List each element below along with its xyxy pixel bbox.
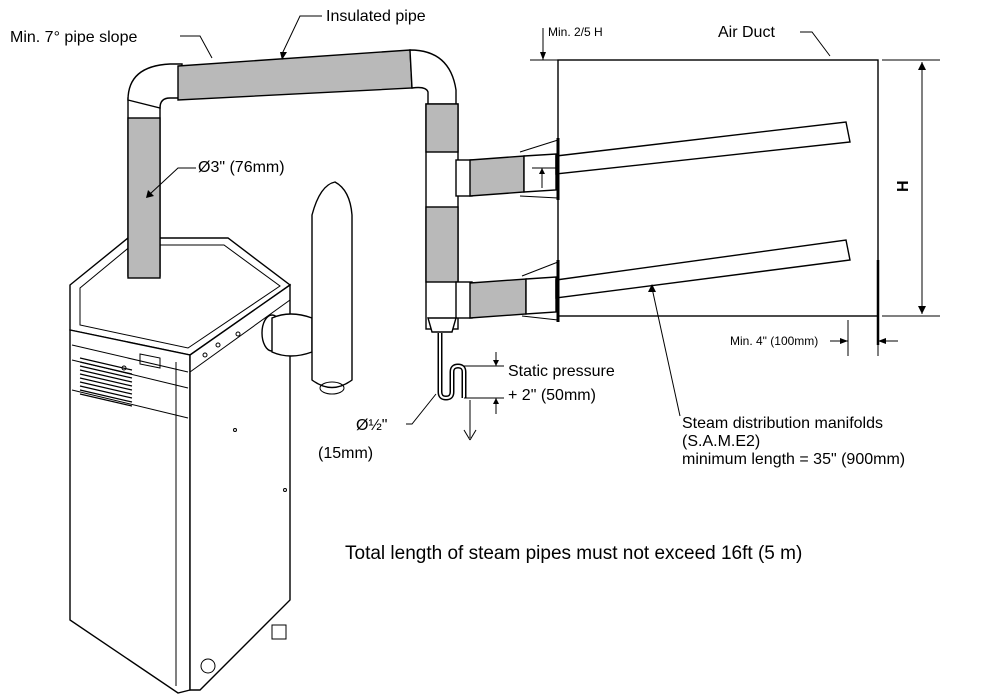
label-static-pressure-2: + 2" (50mm) (508, 387, 596, 404)
pipe-downcomer-insulation-1 (425, 103, 459, 153)
pipe-branch-2-insulation (469, 278, 527, 319)
diagram-labels: Min. 7° pipe slope Insulated pipe Min. 2… (10, 8, 912, 564)
exhaust-chimney (271, 181, 353, 395)
cabinet-drain-fitting (200, 658, 216, 674)
cabinet-side-face (189, 283, 291, 691)
label-pipe-diameter: Ø3" (76mm) (198, 159, 285, 176)
label-drain-diameter-1: Ø½" (356, 417, 387, 434)
label-manifolds-1: Steam distribution manifolds (682, 415, 883, 432)
label-drain-diameter-2: (15mm) (318, 445, 373, 462)
cabinet-band-3 (71, 389, 189, 419)
label-duct-height: H (895, 180, 912, 192)
leader-lines (146, 15, 831, 425)
steam-pipe (127, 49, 557, 333)
air-duct (519, 28, 940, 356)
condensate-trap (437, 333, 504, 441)
cabinet-vent-grille (79, 357, 133, 407)
humidifier-cabinet (69, 237, 292, 694)
label-manifolds-3: minimum length = 35" (900mm) (682, 451, 905, 468)
label-air-duct: Air Duct (718, 24, 775, 41)
label-pipe-slope: Min. 7° pipe slope (10, 29, 137, 46)
label-insulated-pipe: Insulated pipe (326, 8, 426, 25)
chimney-body (311, 181, 353, 389)
label-manifolds-2: (S.A.M.E2) (682, 433, 760, 450)
cabinet-side-band (189, 299, 291, 373)
cabinet-band-1 (71, 344, 189, 373)
pipe-downcomer-insulation-2 (425, 206, 459, 283)
pipe-branch-1-insulation (469, 155, 525, 197)
cabinet-display-window (139, 353, 161, 369)
cabinet-front-face (69, 329, 191, 694)
manifold-lower (555, 239, 851, 299)
label-min-clearance: Min. 4" (100mm) (730, 334, 818, 348)
label-min-two-fifths-h: Min. 2/5 H (548, 25, 603, 39)
pipe-top-run (177, 49, 413, 101)
label-total-length-note: Total length of steam pipes must not exc… (345, 543, 802, 564)
cabinet-drain-port (271, 624, 287, 640)
pipe-riser-insulation (127, 117, 161, 279)
label-static-pressure-1: Static pressure (508, 363, 615, 380)
